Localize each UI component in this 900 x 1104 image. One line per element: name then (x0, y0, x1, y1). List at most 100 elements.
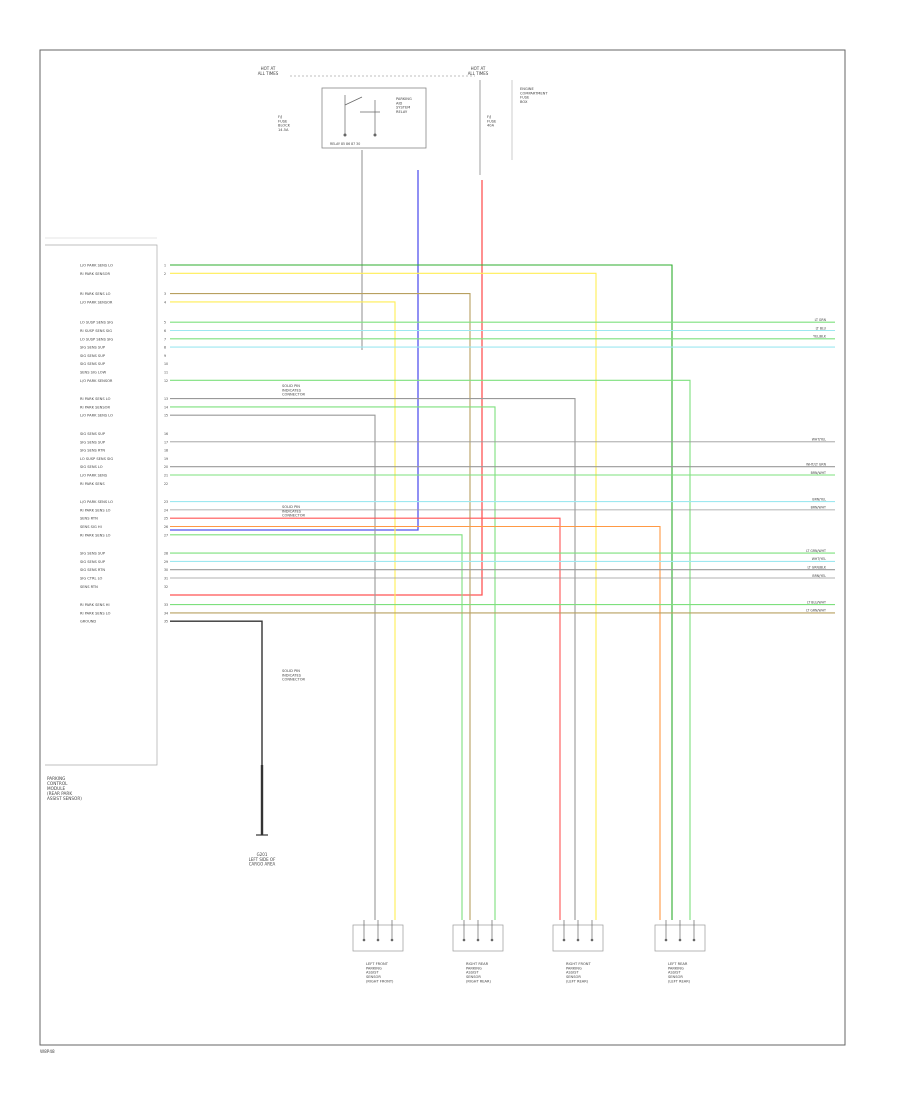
pin-label: L/O PARK SENS LO (80, 500, 113, 504)
pin-number: 7 (164, 337, 166, 341)
pin-label: RI PARK SENS LO (80, 611, 111, 615)
pin-number: 23 (164, 500, 168, 504)
pin-label: SENS SIG LOW (80, 371, 107, 375)
pin-number: 30 (164, 568, 168, 572)
pin-number: 8 (164, 346, 166, 350)
pin-label: SIG CTRL LO (80, 577, 102, 581)
pin-label: SENS RTN (80, 585, 98, 589)
pin-number: 14 (164, 405, 168, 409)
wire-ground (170, 620, 263, 765)
pin-label: RI PARK SENS (80, 482, 105, 486)
pin-number: 6 (164, 329, 166, 333)
pin-label: SENS SIG HI (80, 525, 102, 529)
module-outline (45, 244, 158, 766)
pin-label: SIG SENS SUP (80, 552, 106, 556)
pin-label: RI PARK SENSOR (80, 405, 110, 409)
pin-label: SIG SENS SUP (80, 440, 106, 444)
pin-label: LO SUSP SENS SIG (80, 337, 113, 341)
pin-number: 32 (164, 585, 168, 589)
right-wire-label: LT GRN/BLK (808, 566, 827, 570)
right-wire-label: BRN/WHT (811, 471, 826, 475)
pin-label: L/O PARK SENSOR (80, 379, 113, 383)
wire-sensor-red (170, 517, 561, 920)
pin-label: SIG SENS SUP (80, 346, 106, 350)
pin-number: 13 (164, 397, 168, 401)
pin-number: 31 (164, 577, 168, 581)
pin-label: L/O PARK SENS LO (80, 414, 113, 418)
wire-sensor-lg-3 (170, 534, 463, 920)
pin-number: 34 (164, 611, 168, 615)
pin-label: SIG SENS SUP (80, 560, 106, 564)
pin-label: SENS RTN (80, 517, 98, 521)
pin-number: 9 (164, 354, 166, 358)
right-wire-label: BRN/WHT (811, 506, 826, 510)
figure-id: W8P48 (40, 1049, 55, 1054)
pin-number: 29 (164, 560, 168, 564)
pin-label: RI PARK SENS LO (80, 292, 111, 296)
pin-number: 24 (164, 508, 168, 512)
pin-number: 17 (164, 440, 168, 444)
right-wire-label: LT BLU/WHT (807, 600, 826, 604)
pin-label: GROUND (80, 620, 96, 624)
pin-number: 33 (164, 603, 168, 607)
pin-label: SIG SENS SUP (80, 362, 106, 366)
diagram-frame (39, 49, 846, 1046)
pin-label: SIG SENS RTN (80, 449, 105, 453)
pin-number: 19 (164, 457, 168, 461)
right-wire-label: WHT/YEL (812, 438, 827, 442)
pin-number: 3 (164, 292, 166, 296)
pin-number: 16 (164, 432, 168, 436)
right-wire-label: WHT/YEL (812, 557, 827, 561)
pin-label: RI PARK SENS LO (80, 397, 111, 401)
wire-relay-blue (170, 170, 419, 531)
wire-sensor-yellow-2 (170, 301, 396, 920)
pin-label: L/O PARK SENS (80, 474, 108, 478)
pin-number: 12 (164, 379, 168, 383)
wire-sensor-lightgreen-2 (170, 406, 496, 920)
pin-number: 2 (164, 272, 166, 276)
pin-label: RI SUSP SENS SIG (80, 329, 112, 333)
right-wire-label: LT GRN/WHT (806, 609, 826, 613)
relay-box (321, 87, 427, 149)
wire-sensor-olive (170, 293, 471, 920)
right-wire-label: BRN/YEL (812, 497, 826, 501)
pin-number: 22 (164, 482, 168, 486)
pin-label: L/O PARK SENSOR (80, 300, 113, 304)
pin-number: 1 (164, 264, 166, 268)
right-wire-label: LT BLU (816, 326, 827, 330)
wire-sensor-orange (170, 525, 661, 920)
pin-number: 15 (164, 414, 168, 418)
wire-sensor-lightgreen (170, 379, 691, 920)
pin-label: SIG SENS RTN (80, 568, 105, 572)
pin-label: LO SUSP SENS SIG (80, 457, 113, 461)
pin-label: LO SUSP SENS SIG (80, 321, 113, 325)
pin-number: 27 (164, 533, 168, 537)
pin-number: 35 (164, 620, 168, 624)
pin-number: 20 (164, 465, 168, 469)
wire-group (170, 150, 835, 920)
right-wire-label: LT GRN (815, 318, 827, 322)
wire-sensor-yellow (170, 272, 597, 920)
pin-label: SIG SENS LO (80, 465, 103, 469)
pin-number: 10 (164, 362, 168, 366)
wire-sensor-gray-2 (170, 414, 376, 920)
